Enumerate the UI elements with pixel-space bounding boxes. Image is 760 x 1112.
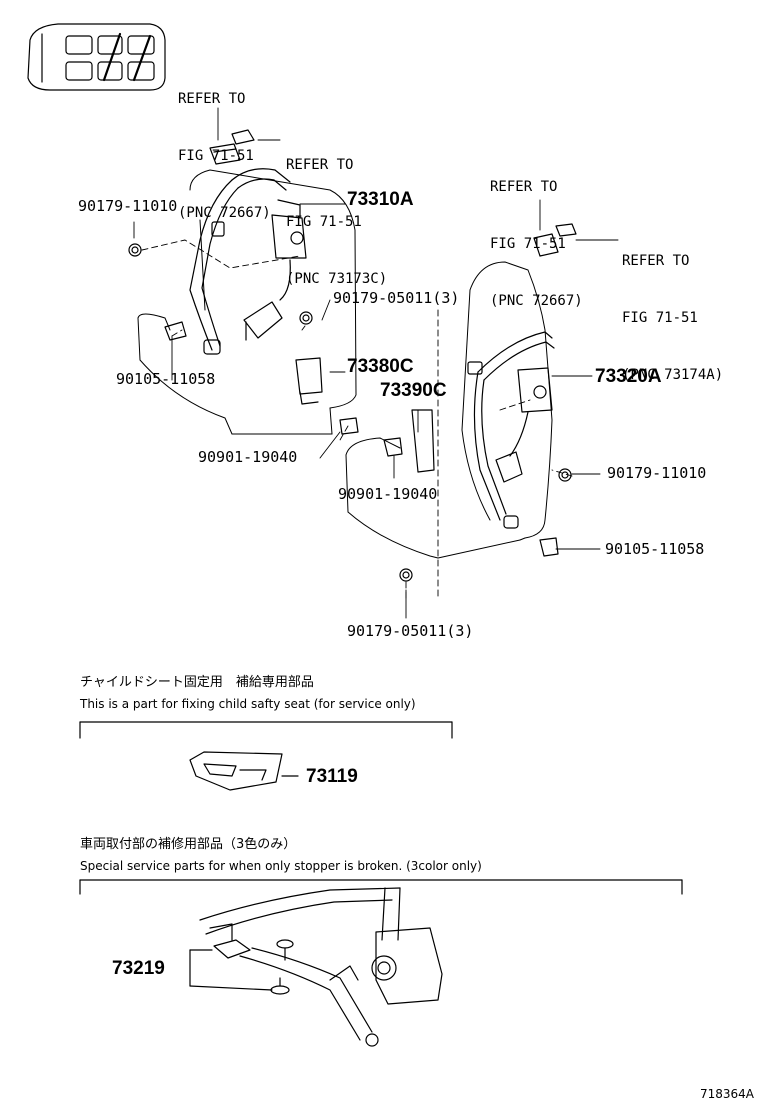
child-seat-anchor-section [80,722,452,790]
part-90901-19040-mid[interactable]: 90901-19040 [338,485,438,503]
ref-fig-71-51-pnc-72667-right: REFER TO FIG 71-51 (PNC 72667) [490,140,583,330]
ref-line: (PNC 73174A) [622,367,724,383]
ref-line: FIG 71-51 [622,310,698,326]
ref-fig-71-51-pnc-73174a: REFER TO FIG 71-51 (PNC 73174A) [622,214,723,404]
ref-line: FIG 71-51 [286,214,362,230]
dashed-centre-lines [142,240,572,600]
ref-fig-71-51-pnc-73173c: REFER TO FIG 71-51 (PNC 73173C) [286,118,387,308]
left-hardware [129,130,358,434]
ref-line: REFER TO [286,157,354,173]
ref-line: REFER TO [490,179,558,195]
part-90179-11010-left[interactable]: 90179-11010 [78,197,178,215]
part-90105-11058-right[interactable]: 90105-11058 [605,540,705,558]
part-73219[interactable]: 73219 [112,958,165,979]
part-90179-11010-right[interactable]: 90179-11010 [607,464,707,482]
part-73380c[interactable]: 73380C [347,356,414,377]
part-90105-11058-left[interactable]: 90105-11058 [116,370,216,388]
vehicle-locator-icon [28,24,165,90]
stopper-section [80,880,682,1046]
right-seatback-outline [346,262,552,558]
part-73320a[interactable]: 73320A [595,366,662,387]
ref-line: FIG 71-51 [178,148,254,164]
child-seat-note-en: This is a part for fixing child safty se… [80,697,416,711]
ref-fig-71-51-pnc-72667-left: REFER TO FIG 71-51 (PNC 72667) [178,52,271,242]
ref-line: REFER TO [178,91,246,107]
ref-line: FIG 71-51 [490,236,566,252]
child-seat-note-jp: チャイルドシート固定用 補給専用部品 [80,675,314,690]
stopper-note-en: Special service parts for when only stop… [80,859,482,873]
part-90179-05011-upper[interactable]: 90179-05011(3) [333,289,460,307]
part-73390c[interactable]: 73390C [380,380,447,401]
figure-id: 718364A [700,1087,755,1101]
right-hardware [384,224,576,581]
part-73310a[interactable]: 73310A [347,189,414,210]
ref-line: (PNC 73173C) [286,271,388,287]
part-90901-19040-left[interactable]: 90901-19040 [198,448,298,466]
ref-line: (PNC 72667) [178,205,271,221]
part-73119[interactable]: 73119 [306,766,358,787]
stopper-note-jp: 車両取付部の補修用部品（3色のみ） [80,837,297,852]
leader-lines [134,108,618,618]
right-seat-belt-assembly [468,332,554,528]
left-seat-belt-assembly [190,169,306,354]
part-90179-05011-lower[interactable]: 90179-05011(3) [347,622,474,640]
ref-line: REFER TO [622,253,690,269]
ref-line: (PNC 72667) [490,293,583,309]
